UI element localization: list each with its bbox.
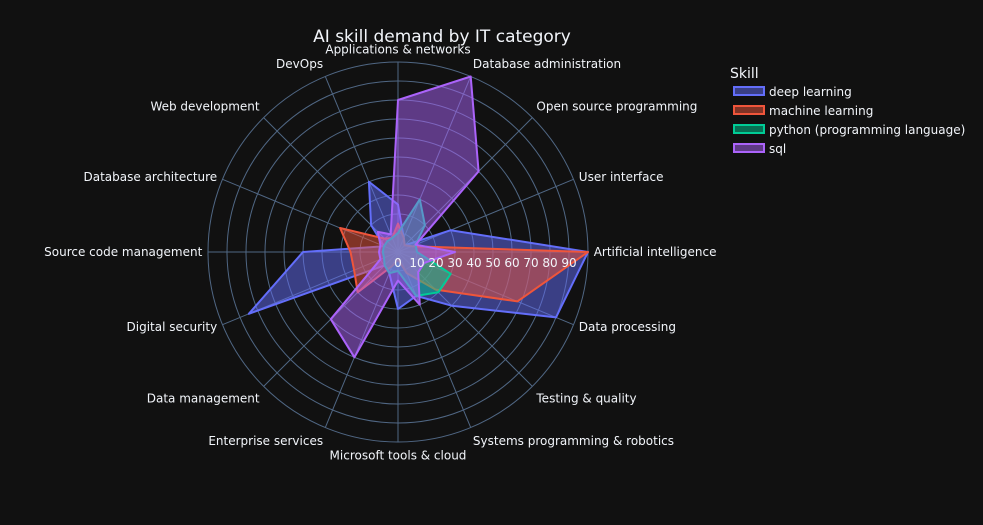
category-label: Open source programming xyxy=(536,100,697,114)
category-label: User interface xyxy=(579,170,664,184)
category-label: Enterprise services xyxy=(208,434,323,448)
radial-tick-label: 20 xyxy=(428,256,443,270)
radial-axis-ticks: 0 10 20 30 40 50 60 70 80 90 xyxy=(394,256,576,270)
radial-tick-label: 60 xyxy=(504,256,519,270)
radial-tick-label: 70 xyxy=(523,256,538,270)
category-label: DevOps xyxy=(276,57,323,71)
legend-item-label[interactable]: sql xyxy=(769,142,786,156)
radial-tick-label: 80 xyxy=(542,256,557,270)
chart-title: AI skill demand by IT category xyxy=(313,27,571,47)
radial-tick-label: 90 xyxy=(561,256,576,270)
category-label: Data management xyxy=(147,391,260,405)
series-layer xyxy=(247,75,589,359)
legend-item-label[interactable]: deep learning xyxy=(769,85,852,99)
category-label: Source code management xyxy=(44,245,202,259)
category-label: Artificial intelligence xyxy=(594,245,717,259)
legend-swatch[interactable] xyxy=(733,86,765,96)
category-label: Database architecture xyxy=(84,170,218,184)
legend-swatch[interactable] xyxy=(733,143,765,153)
category-label: Systems programming & robotics xyxy=(473,434,674,448)
legend-title: Skill xyxy=(730,66,759,82)
category-label: Data processing xyxy=(579,320,676,334)
category-label: Testing & quality xyxy=(535,391,636,405)
legend-item-label[interactable]: python (programming language) xyxy=(769,123,965,137)
radial-tick-label: 50 xyxy=(485,256,500,270)
radial-tick-label: 40 xyxy=(466,256,481,270)
category-label: Microsoft tools & cloud xyxy=(330,449,467,463)
series-area-3 xyxy=(329,75,480,359)
legend-item-label[interactable]: machine learning xyxy=(769,104,873,118)
radial-tick-label: 10 xyxy=(409,256,424,270)
category-label: Digital security xyxy=(127,320,218,334)
legend-swatch[interactable] xyxy=(733,105,765,115)
category-label: Applications & networks xyxy=(325,42,470,56)
legend-swatch[interactable] xyxy=(733,124,765,134)
radial-tick-label: 30 xyxy=(447,256,462,270)
category-label: Web development xyxy=(150,100,259,114)
category-label: Database administration xyxy=(473,57,621,71)
radial-tick-label: 0 xyxy=(394,256,402,270)
legend: Skill deep learning machine learning pytho… xyxy=(730,66,965,156)
